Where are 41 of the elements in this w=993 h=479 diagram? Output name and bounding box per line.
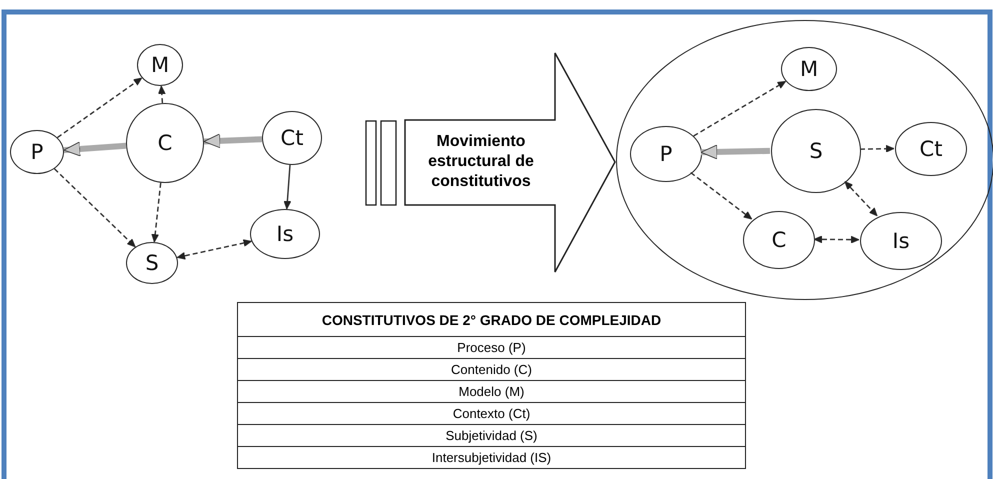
block-arrow <box>405 53 617 273</box>
double-headed-arrow <box>814 235 860 244</box>
node-label: P <box>660 142 672 166</box>
node-label: M <box>150 53 170 77</box>
table-cell: Contenido (C) <box>238 358 746 380</box>
node-circle <box>860 212 942 270</box>
arrow <box>690 172 752 220</box>
arrow <box>158 86 166 104</box>
thick-arrow <box>204 133 262 148</box>
node-label: C <box>158 131 172 155</box>
thick-arrow <box>700 144 770 160</box>
arrow <box>284 164 292 210</box>
table-cell: Contexto (Ct) <box>238 402 746 424</box>
node-label: C <box>772 228 786 252</box>
group-ellipse <box>616 20 993 300</box>
table-cell: Subjetividad (S) <box>238 424 746 446</box>
arrow <box>151 182 162 242</box>
node-label: Ct <box>920 137 942 161</box>
table-cell: Proceso (P) <box>238 336 746 358</box>
arrow <box>54 168 136 248</box>
arrow <box>693 80 786 137</box>
node-label: Is <box>892 229 910 253</box>
table-header: CONSTITUTIVOS DE 2° GRADO DE COMPLEJIDAD <box>238 302 746 336</box>
node-circle <box>10 130 64 174</box>
node-label: S <box>145 251 159 275</box>
table-cell: Modelo (M) <box>238 380 746 402</box>
node-circle <box>126 242 178 284</box>
double-headed-arrow <box>844 181 878 216</box>
node-label: M <box>800 57 818 81</box>
node-label: Is <box>276 222 294 246</box>
node-circle <box>137 44 183 86</box>
table-cell: Intersubjetividad (IS) <box>238 446 746 468</box>
node-circle <box>781 47 837 91</box>
arrow <box>57 77 142 138</box>
node-label: P <box>30 140 44 164</box>
node-label: S <box>809 139 823 163</box>
arrow <box>860 144 894 153</box>
thick-arrow <box>64 142 126 156</box>
node-label: Ct <box>280 126 304 150</box>
arrow-label: Movimiento estructural de constitutivos <box>427 132 535 192</box>
double-headed-arrow <box>176 239 252 260</box>
